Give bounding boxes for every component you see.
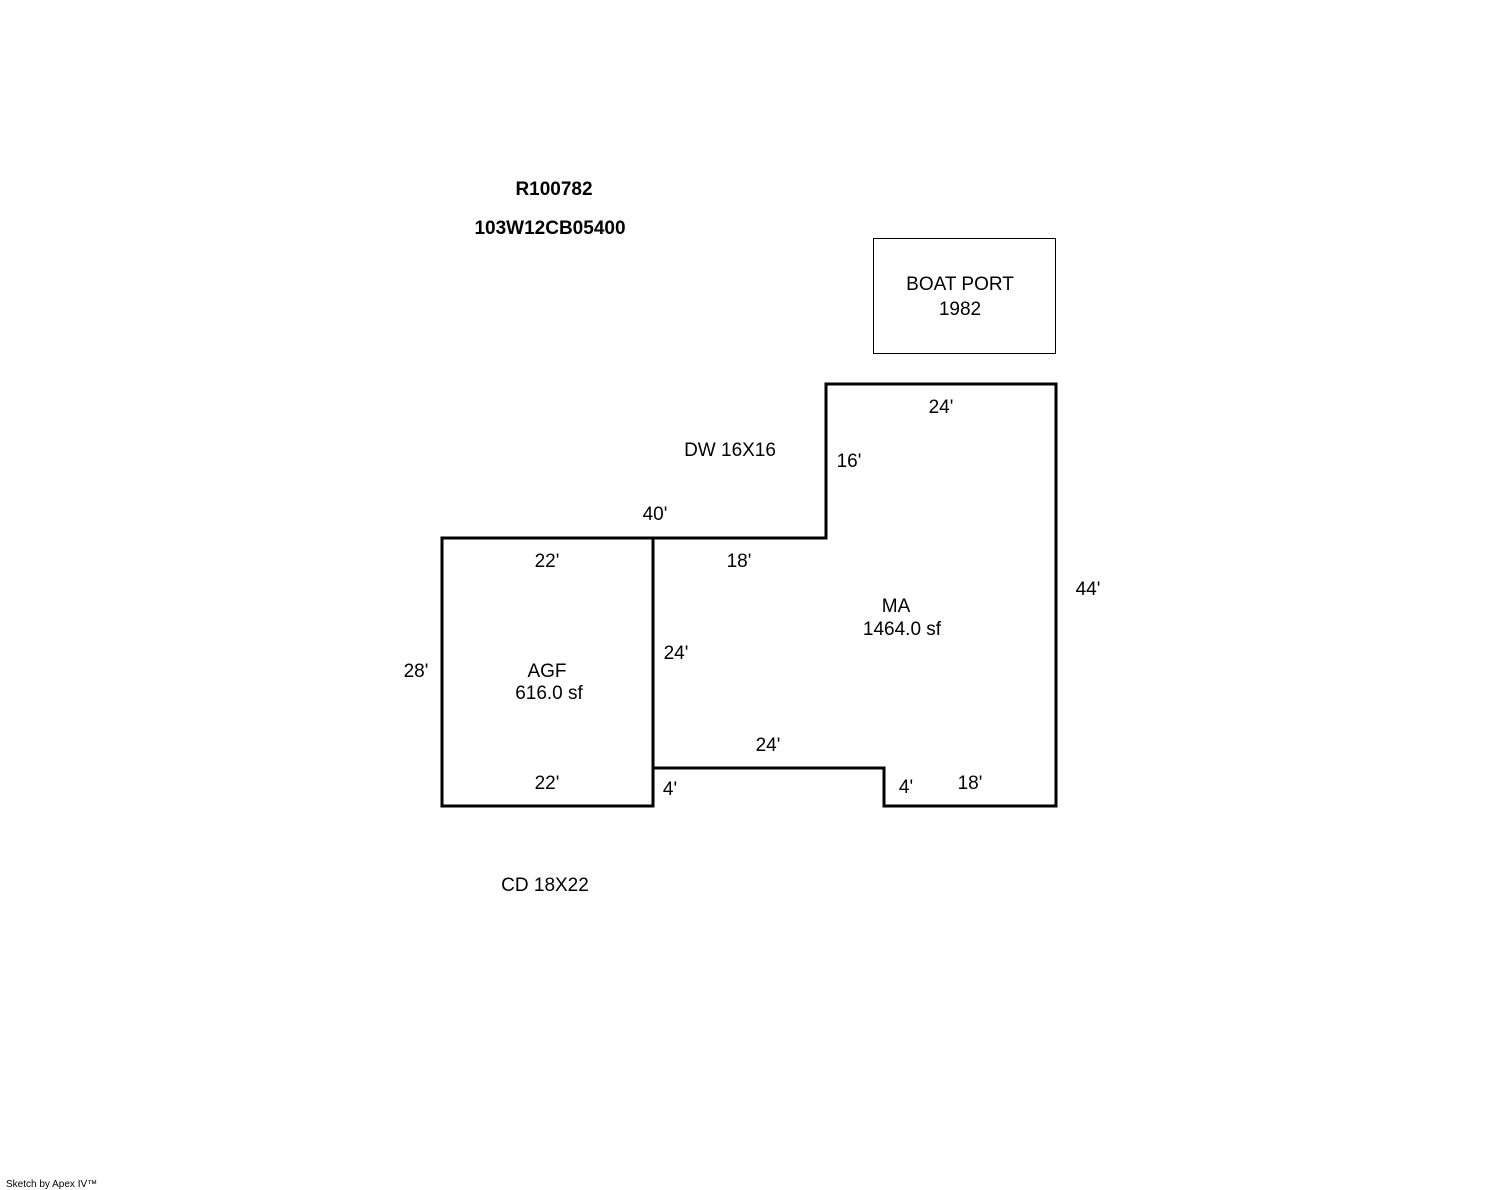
dim-ma-bottom-right: 18' [958,773,983,794]
main-area-size: 1464.0 sf [863,619,942,640]
dim-agf-left: 28' [404,661,429,682]
dim-ma-inner-left: 24' [664,643,689,664]
account-id: R100782 [515,179,592,200]
dim-ma-step-top: 18' [727,551,752,572]
main-area-code: MA [882,596,911,617]
garage-outline [440,536,655,808]
main-area-outline [651,382,1058,808]
dim-ma-right: 44' [1076,579,1101,600]
driveway-note: DW 16X16 [684,440,776,461]
garage-area-code: AGF [527,661,566,682]
dim-ma-upper-left: 16' [837,451,862,472]
boat-port-year: 1982 [939,299,981,320]
boat-port-outline [873,238,1056,354]
deck-note: CD 18X22 [501,875,589,896]
dim-agf-bottom: 22' [535,773,560,794]
dim-ma-notch-top: 24' [756,735,781,756]
dim-overall-top: 40' [643,504,668,525]
dim-ma-notch-left: 4' [663,779,677,800]
boat-port-label: BOAT PORT [906,274,1014,295]
map-tax-lot: 103W12CB05400 [474,218,625,239]
dim-agf-top: 22' [535,551,560,572]
dim-ma-notch-right: 4' [899,777,913,798]
sketch-credit: Sketch by Apex IV™ [6,1179,97,1190]
garage-area-size: 616.0 sf [515,683,583,704]
dim-ma-top: 24' [929,397,954,418]
